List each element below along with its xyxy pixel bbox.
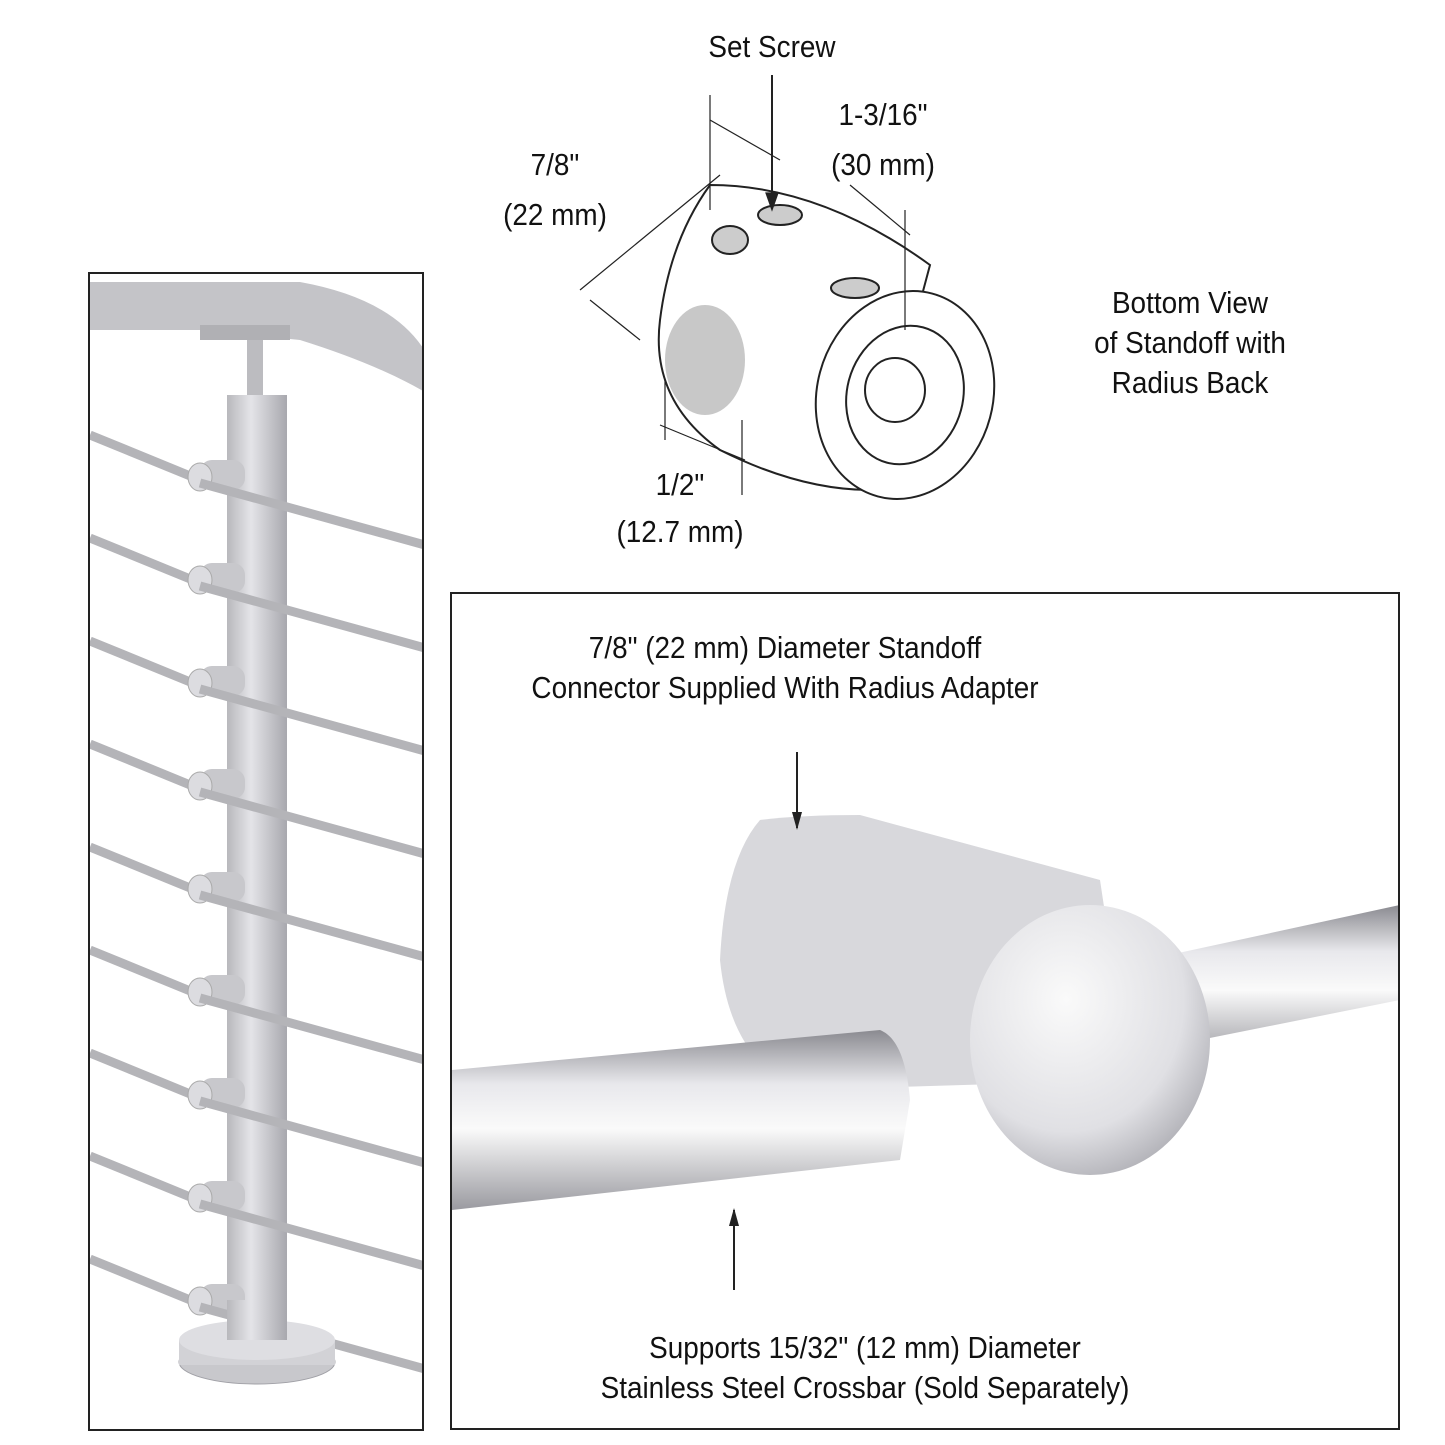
- crossbar-with-standoff: [90, 842, 422, 961]
- caption-line: 7/8" (22 mm) Diameter Standoff: [588, 630, 982, 665]
- crossbar-with-standoff: [90, 945, 422, 1064]
- label-diameter-mm: (22 mm): [503, 197, 607, 232]
- label-length-in: 1-3/16": [838, 97, 928, 132]
- caption-line: Bottom View: [1111, 285, 1269, 320]
- standoff-caption: 7/8" (22 mm) Diameter Standoff Connector…: [479, 628, 1091, 708]
- crossbar-with-standoff: [90, 1048, 422, 1167]
- caption-line: Connector Supplied With Radius Adapter: [531, 670, 1039, 705]
- crossbar-with-standoff: [90, 739, 422, 858]
- set-screw-hole: [711, 225, 749, 255]
- hole-face: [665, 305, 745, 415]
- crossbar-with-standoff: [90, 533, 422, 652]
- crossbars: [90, 430, 422, 1373]
- label-diameter-in: 7/8": [530, 147, 580, 182]
- standoff-line-drawing: [579, 75, 996, 500]
- label-set-screw: Set Screw: [708, 29, 836, 64]
- crossbar-caption: Supports 15/32" (12 mm) Diameter Stainle…: [541, 1328, 1189, 1408]
- caption-line: Stainless Steel Crossbar (Sold Separatel…: [600, 1370, 1130, 1405]
- railing-panel: [88, 272, 424, 1431]
- standoff-cap: [970, 905, 1210, 1175]
- crossbar-with-standoff: [90, 1151, 422, 1270]
- detail-panel: [450, 592, 1400, 1430]
- top-handrail: [90, 282, 422, 391]
- handrail-post-connector: [247, 340, 263, 400]
- label-hole-mm: (12.7 mm): [616, 514, 744, 549]
- label-length-mm: (30 mm): [831, 147, 935, 182]
- caption-line: Radius Back: [1111, 365, 1269, 400]
- crossbar-tube-left: [452, 1030, 910, 1210]
- crossbar-with-standoff: [90, 430, 422, 549]
- set-screw: [757, 204, 803, 226]
- label-hole-in: 1/2": [655, 467, 705, 502]
- crossbar-with-standoff: [90, 636, 422, 755]
- bottom-view-caption: Bottom View of Standoff with Radius Back: [1064, 283, 1316, 403]
- caption-line: Supports 15/32" (12 mm) Diameter: [649, 1330, 1081, 1365]
- caption-line: of Standoff with: [1094, 325, 1286, 360]
- dimension-lines: [579, 75, 911, 495]
